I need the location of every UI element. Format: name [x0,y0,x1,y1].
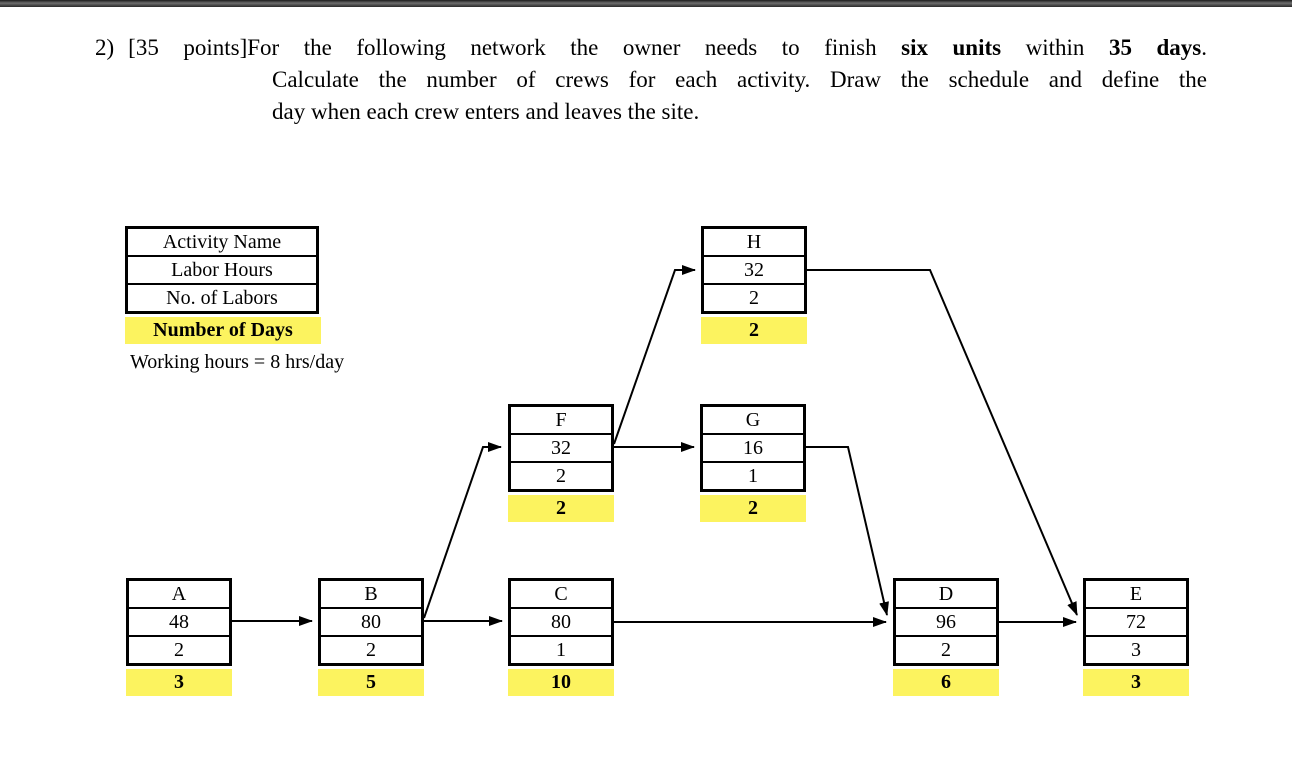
labor-hours-cell: 48 [129,607,229,635]
days-cell: 5 [318,669,424,696]
question-line-1: 2) [35 points]For the following network t… [95,32,1207,64]
activity-name-cell: F [555,409,567,431]
activity-name-cell: D [938,583,954,605]
question-text-part: For the following network the owner need… [247,35,902,60]
laborers-cell: 1 [511,635,611,663]
laborers-cell: 2 [704,283,804,311]
legend-activity-name: Activity Name [162,231,282,253]
days-cell: 2 [701,317,807,344]
activity-node-b: B 80 2 5 [318,578,424,696]
edge-f-h [613,265,696,445]
window-top-border [0,0,1292,7]
activity-name-cell: A [171,583,187,605]
labor-hours-cell: 80 [321,607,421,635]
activity-node-e: E 72 3 3 [1083,578,1189,696]
laborers-cell: 2 [511,461,611,489]
labor-hours-cell: 80 [511,607,611,635]
labor-hours-cell: 32 [704,255,804,283]
legend-labor-hours: Labor Hours [128,255,316,283]
activity-node-c: C 80 1 10 [508,578,614,696]
laborers-cell: 1 [703,461,803,489]
activity-node-d: D 96 2 6 [893,578,999,696]
legend-number-of-days: Number of Days [125,317,321,344]
edge-h-e [807,269,1078,616]
legend-box: Activity Name Labor Hours No. of Labors … [125,226,321,344]
labor-hours-cell: 72 [1086,607,1186,635]
question-text-part: . [1201,35,1207,60]
laborers-cell: 2 [321,635,421,663]
question-bold-35-days: 35 days [1108,35,1202,60]
legend-no-of-labors: No. of Labors [128,283,316,311]
edge-b-f [423,442,502,619]
labor-hours-cell: 96 [896,607,996,635]
activity-name-cell: B [364,583,378,605]
activity-name-cell: G [745,409,761,431]
laborers-cell: 3 [1086,635,1186,663]
activity-name-cell: H [746,231,762,253]
days-cell: 6 [893,669,999,696]
question-points: [35 points] [128,35,248,60]
laborers-cell: 2 [896,635,996,663]
labor-hours-cell: 16 [703,433,803,461]
days-cell: 10 [508,669,614,696]
days-cell: 3 [1083,669,1189,696]
question-number: 2) [95,35,115,60]
question-line-2: Calculate the number of crews for each a… [272,67,1207,92]
activity-node-f: F 32 2 2 [508,404,614,522]
question-bold-six-units: six units [901,35,1002,60]
days-cell: 2 [508,495,614,522]
activity-node-g: G 16 1 2 [700,404,806,522]
activity-name-cell: E [1129,583,1143,605]
activity-node-h: H 32 2 2 [701,226,807,344]
edge-g-d [806,446,889,616]
question-text-part: within [1001,35,1109,60]
working-hours-note: Working hours = 8 hrs/day [130,351,345,373]
laborers-cell: 2 [129,635,229,663]
question-line-3: day when each crew enters and leaves the… [272,99,700,124]
labor-hours-cell: 32 [511,433,611,461]
days-cell: 3 [126,669,232,696]
activity-node-a: A 48 2 3 [126,578,232,696]
activity-name-cell: C [554,583,568,605]
days-cell: 2 [700,495,806,522]
